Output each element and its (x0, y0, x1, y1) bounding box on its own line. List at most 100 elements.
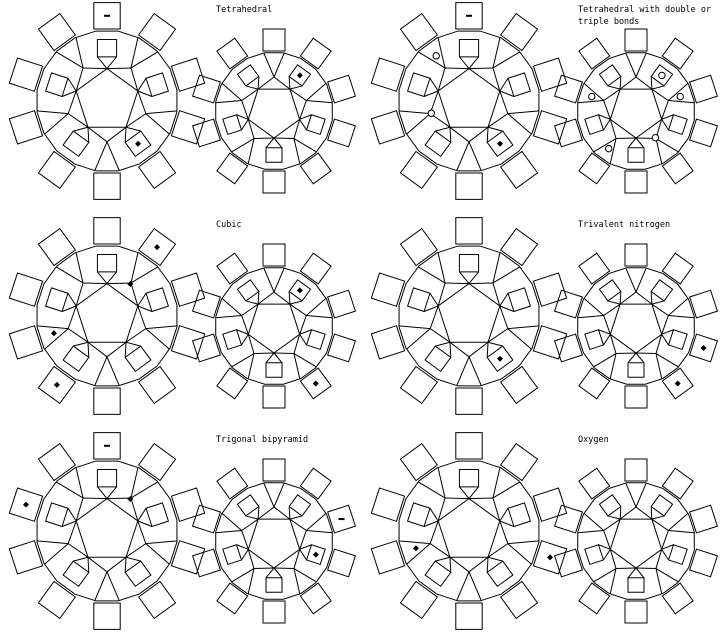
left-outer-ring (36, 460, 178, 602)
left-ring-edge (429, 328, 451, 343)
left-ring-edge (499, 520, 515, 527)
right-tab-flap (661, 582, 694, 615)
left-ring-edge (75, 252, 84, 284)
right-ring-edge (306, 297, 327, 316)
net-panel: Tetrahedral (8, 2, 357, 200)
left-ring-edge (492, 51, 521, 69)
right-ring-edge (265, 567, 275, 579)
left-ring-edge (87, 556, 108, 573)
right-tab-flap (624, 600, 648, 624)
left-ring-edge (125, 126, 141, 132)
left-ring-edge (499, 305, 509, 329)
left-ring-edge (106, 497, 131, 500)
left-ring-edge (125, 341, 141, 347)
right-ring-edge (299, 329, 312, 335)
right-ring-edge (247, 119, 255, 139)
left-ring-edge (492, 282, 501, 307)
left-tab-flap (37, 365, 77, 405)
right-ring-edge (661, 549, 669, 561)
left-tab-flap (8, 110, 44, 145)
left-square-face (96, 469, 118, 488)
right-ring-edge (609, 568, 617, 595)
atom-marker (700, 344, 707, 351)
right-square-face (236, 64, 260, 87)
left-ring-edge (507, 325, 540, 330)
left-ring-edge (44, 543, 69, 565)
right-ring-edge (619, 291, 637, 305)
left-ring-edge (125, 556, 141, 562)
left-ring-edge (55, 481, 84, 499)
right-ring-edge (221, 82, 242, 101)
left-ring-edge (423, 520, 439, 527)
left-tab-flap (37, 580, 77, 620)
atom-marker (312, 380, 319, 387)
right-tab-flap (327, 504, 357, 534)
left-tab-flap (8, 272, 44, 307)
right-ring-edge (245, 515, 259, 520)
left-ring-edge (145, 110, 178, 115)
left-ring-edge (507, 540, 540, 545)
left-ring-edge (73, 556, 89, 562)
right-ring-edge (247, 353, 255, 380)
left-ring-edge (445, 497, 470, 500)
left-tab-flap (370, 57, 406, 92)
left-outer-ring (398, 460, 540, 602)
right-tab-flap (299, 152, 332, 185)
right-center-pentagon (247, 88, 301, 139)
ring-marker (676, 92, 684, 101)
left-ring-edge (125, 328, 147, 343)
right-square-face (667, 329, 688, 351)
right-ring-edge (293, 549, 301, 569)
right-tab-flap (624, 170, 648, 194)
left-ring-edge (36, 110, 69, 115)
right-ring-edge (273, 352, 294, 355)
atom-marker (296, 287, 303, 294)
right-ring-edge (635, 352, 645, 364)
atom-marker (674, 380, 681, 387)
left-ring-edge (106, 141, 120, 171)
right-tab-flap (327, 74, 357, 104)
right-ring-edge (635, 52, 647, 78)
right-ring-edge (215, 314, 242, 319)
left-tab-flap (455, 387, 483, 415)
right-ring-edge (247, 138, 255, 165)
left-ring-edge (417, 51, 446, 69)
right-ring-edge (661, 334, 669, 346)
right-ring-edge (661, 100, 669, 120)
left-ring-edge (499, 520, 509, 544)
right-ring-edge (215, 99, 242, 104)
right-ring-edge (289, 88, 307, 101)
left-ring-edge (106, 271, 117, 284)
atom-marker (547, 554, 554, 561)
left-tab-flap (455, 217, 483, 245)
left-ring-edge (468, 141, 482, 171)
right-ring-edge (661, 315, 669, 335)
left-ring-edge (449, 342, 452, 358)
right-tab-flap (262, 385, 286, 409)
left-ring-edge (97, 271, 108, 284)
left-ring-edge (36, 540, 69, 545)
left-square-face (507, 287, 532, 313)
right-ring-edge (241, 530, 249, 550)
left-ring-edge (67, 113, 89, 128)
right-tab-flap (262, 28, 286, 52)
right-ring-edge (650, 506, 653, 520)
right-square-face (584, 329, 605, 351)
right-ring-edge (651, 518, 669, 531)
left-ring-edge (449, 127, 452, 143)
left-square-face (458, 39, 480, 58)
right-ring-edge (627, 137, 637, 149)
right-square-face (305, 114, 326, 136)
right-tab-flap (191, 504, 221, 534)
atom-marker (154, 244, 161, 251)
right-square-face (236, 494, 260, 517)
left-ring-edge (499, 305, 515, 312)
right-tab-flap (661, 37, 694, 70)
left-tab-flap (93, 387, 121, 415)
left-ring-edge (87, 126, 108, 143)
right-square-face (650, 279, 674, 302)
right-ring-edge (257, 506, 260, 520)
left-ring-edge (398, 325, 431, 330)
right-square-face (627, 147, 645, 163)
left-ring-edge (61, 305, 77, 312)
